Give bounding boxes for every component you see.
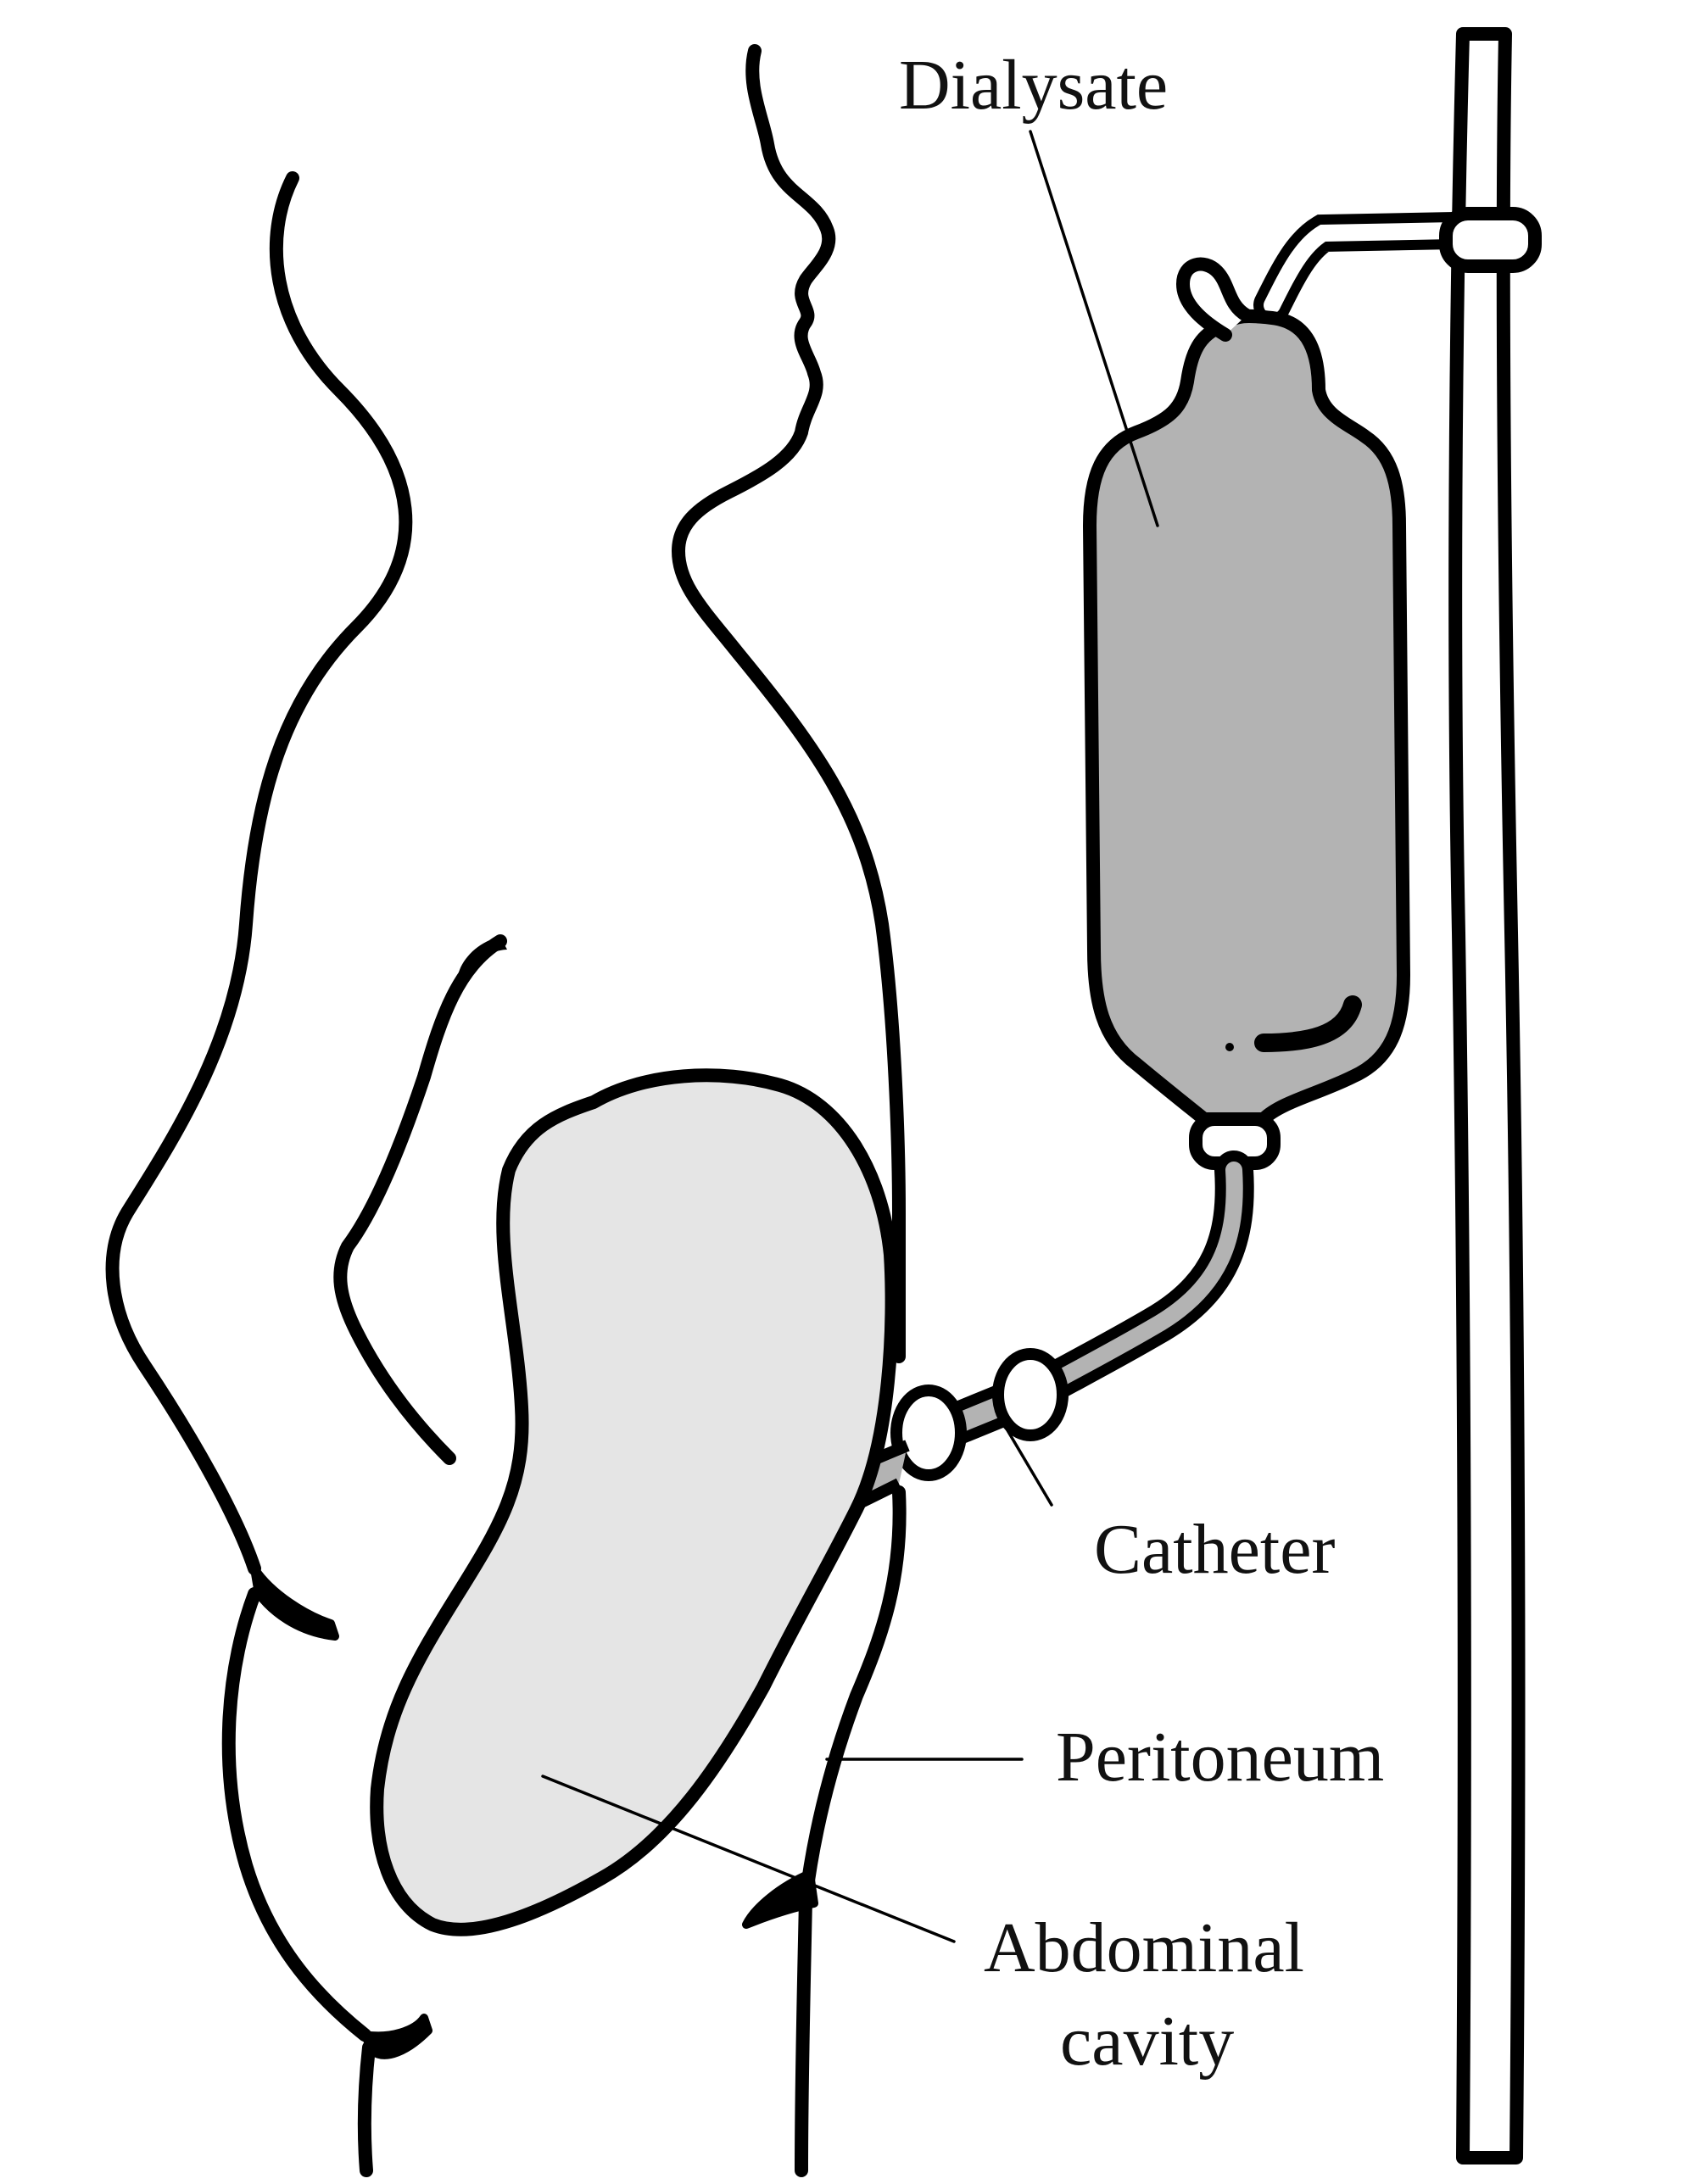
dialysate-bag bbox=[1083, 257, 1410, 1170]
label-cavity: cavity bbox=[1060, 2002, 1234, 2081]
body-outline bbox=[105, 44, 907, 2177]
label-dialysate: Dialysate bbox=[899, 46, 1168, 125]
catheter-connector bbox=[890, 1348, 1069, 1481]
leader-lines bbox=[541, 130, 1159, 1943]
bag-hanger bbox=[1253, 207, 1542, 324]
abdominal-cavity-leader bbox=[541, 1774, 956, 1943]
catheter-leader bbox=[995, 1410, 1053, 1507]
labels: Dialysate Catheter Peritoneum Abdominal … bbox=[899, 46, 1384, 2081]
label-abdominal: Abdominal bbox=[984, 1908, 1304, 1987]
abdominal-cavity bbox=[370, 1068, 899, 1936]
dialysate-leader bbox=[1029, 130, 1159, 527]
label-peritoneum: Peritoneum bbox=[1056, 1718, 1384, 1797]
iv-pole bbox=[1448, 27, 1526, 2164]
label-catheter: Catheter bbox=[1094, 1510, 1336, 1589]
